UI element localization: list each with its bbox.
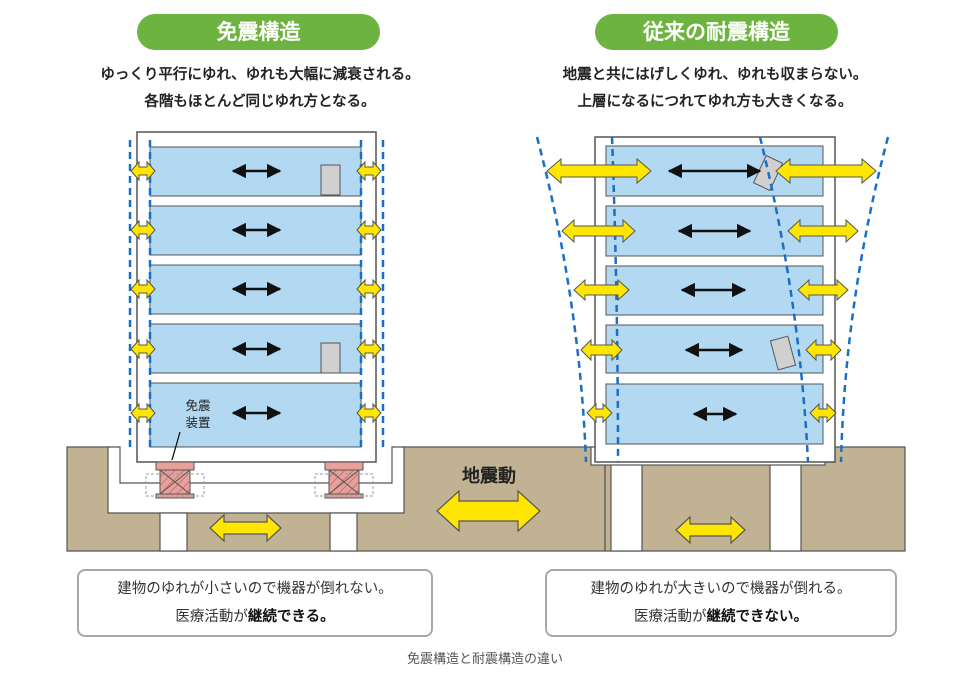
- isolation-note-prefix: 医療活動が: [175, 609, 248, 625]
- isolation-desc-line2: 各階もほとんど同じゆれ方となる。: [144, 94, 376, 110]
- resistant-desc-line1: 地震と共にはげしくゆれ、ゆれも収まらない。: [562, 67, 868, 83]
- figure-caption: 免震構造と耐震構造の違い: [406, 652, 563, 667]
- equipment-icon: [320, 164, 341, 196]
- resistant-note-bold: 継続できない。: [706, 609, 809, 625]
- resistant-note-line1: 建物のゆれが大きいので機器が倒れる。: [590, 581, 852, 597]
- isolation-description: ゆっくり平行にゆれ、ゆれも大幅に減衰される。 各階もほとんど同じゆれ方となる。: [40, 62, 480, 116]
- isolation-note-line2: 医療活動が継続できる。: [79, 603, 431, 631]
- resistant-sway-curves: [535, 136, 890, 463]
- isolation-note-line1: 建物のゆれが小さいので機器が倒れない。: [117, 581, 393, 597]
- resistant-description: 地震と共にはげしくゆれ、ゆれも収まらない。 上層になるにつれてゆれ方も大きくなる…: [495, 62, 935, 116]
- isolation-side-arrows: [130, 160, 382, 424]
- resistant-note-prefix: 医療活動が: [634, 609, 707, 625]
- device-label-1: 免震: [185, 398, 211, 413]
- isolation-sway-lines: [128, 140, 385, 448]
- isolation-floor-arrows: [231, 163, 282, 421]
- device-label-2: 装置: [185, 415, 210, 430]
- isolation-result-note: 建物のゆれが小さいので機器が倒れない。 医療活動が継続できる。: [77, 569, 433, 637]
- isolator-device: [145, 461, 205, 499]
- seismic-isolation-title: 免震構造: [137, 14, 380, 50]
- isolation-note-bold: 継続できる。: [247, 609, 335, 625]
- resistant-note-line2: 医療活動が継続できない。: [547, 603, 895, 631]
- fallen-equipment-icon: [769, 335, 797, 371]
- equipment-icon: [320, 342, 341, 374]
- resistant-desc-line2: 上層になるにつれてゆれ方も大きくなる。: [577, 94, 853, 110]
- device-pointer-line: [171, 431, 181, 461]
- resistant-side-arrows: [546, 157, 877, 424]
- isolation-desc-line1: ゆっくり平行にゆれ、ゆれも大幅に減衰される。: [100, 67, 420, 83]
- ground-motion-arrows: [209, 489, 746, 545]
- isolator-device: [314, 461, 374, 499]
- ground-motion-label: 地震動: [462, 465, 516, 487]
- resistant-floor-arrows: [667, 163, 762, 422]
- resistant-result-note: 建物のゆれが大きいので機器が倒れる。 医療活動が継続できない。: [545, 569, 897, 637]
- earthquake-resistant-title: 従来の耐震構造: [595, 14, 838, 50]
